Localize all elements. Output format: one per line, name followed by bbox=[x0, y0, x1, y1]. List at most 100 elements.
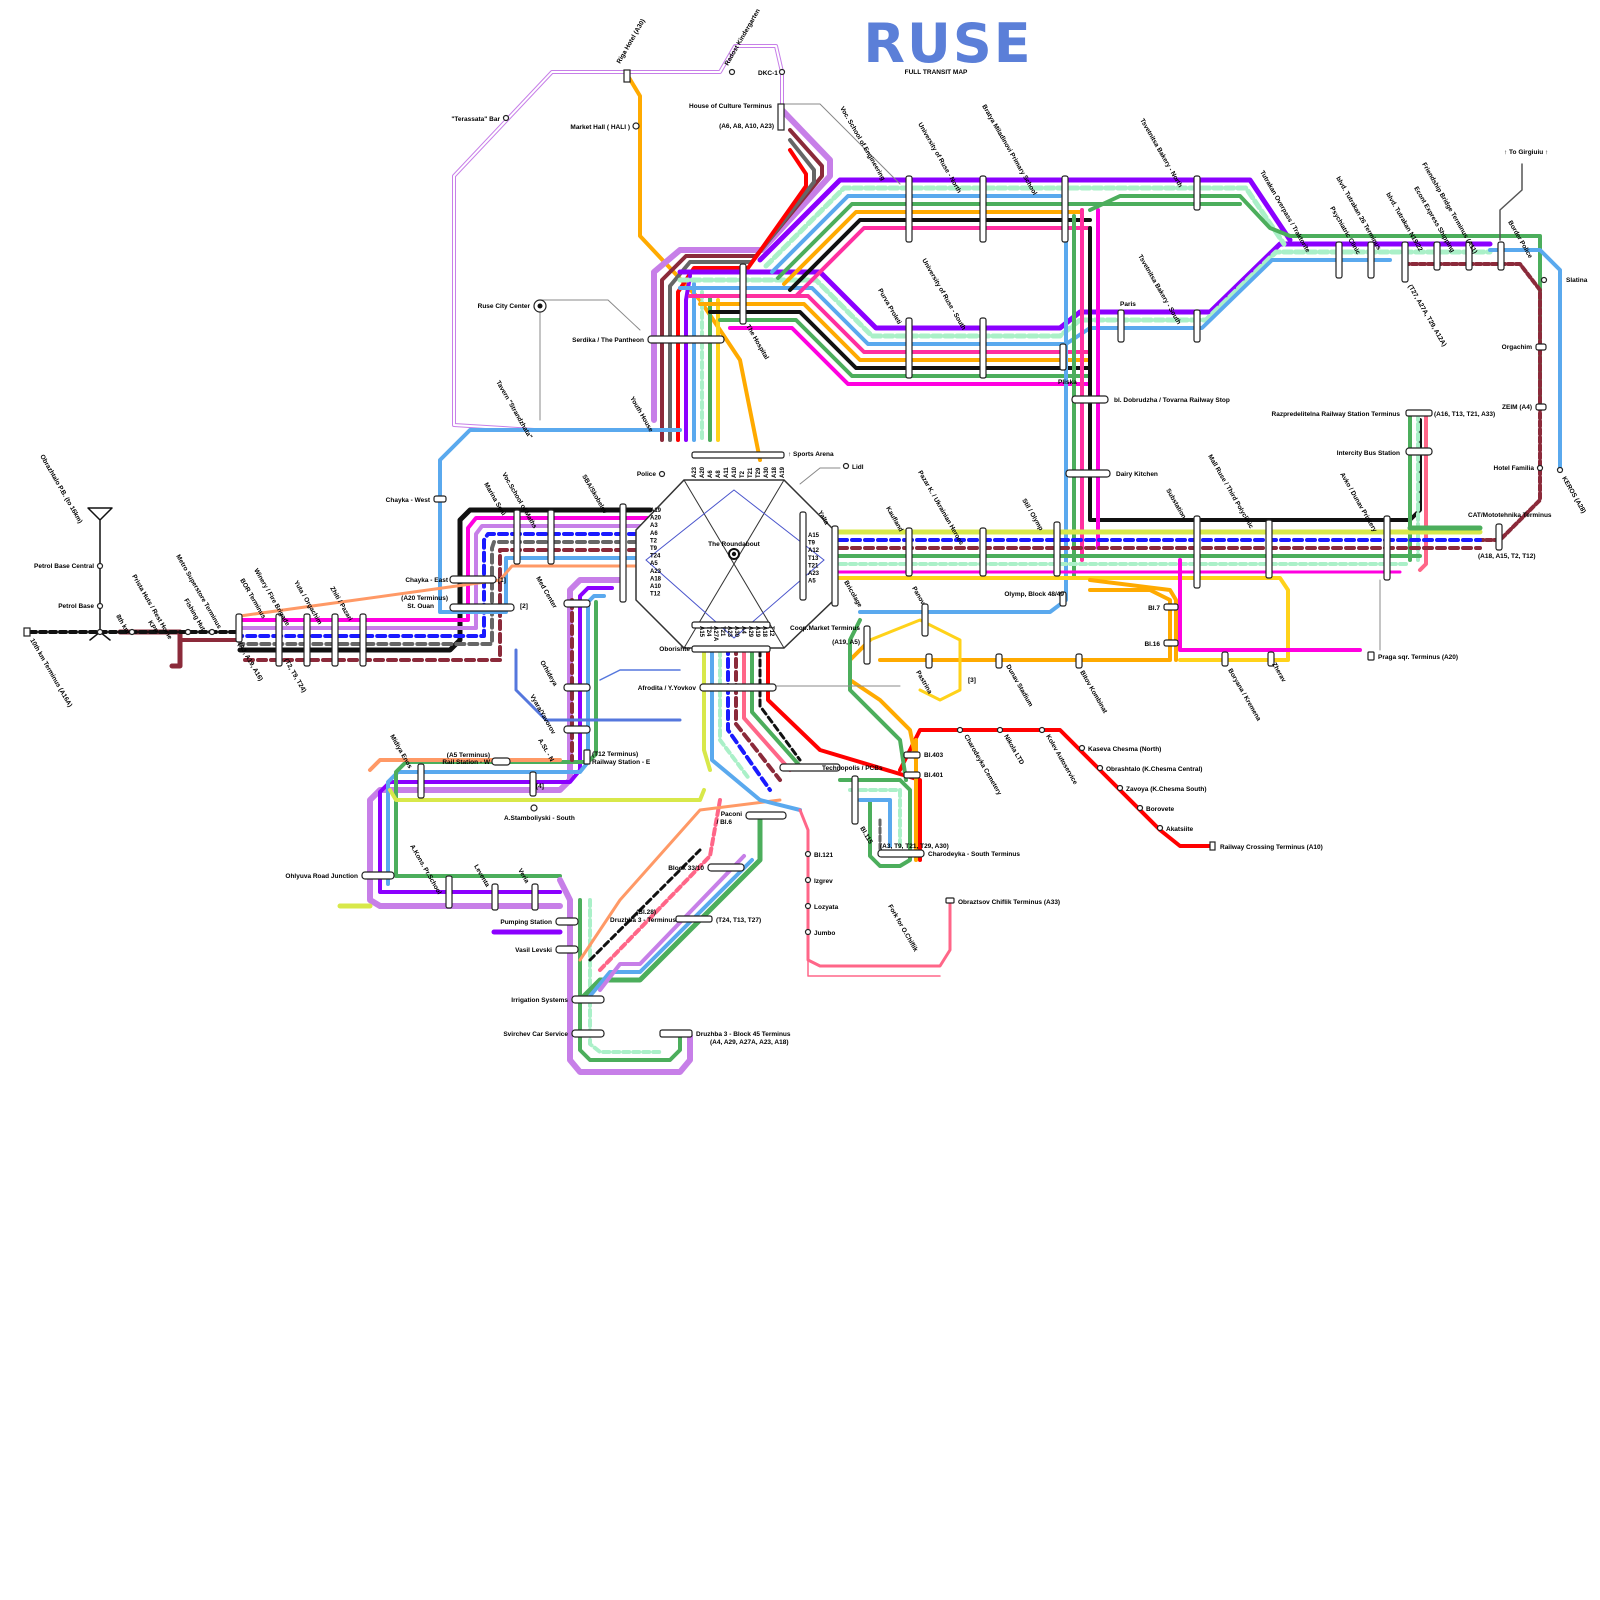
nikola-stop[interactable] bbox=[998, 728, 1003, 733]
akons-stop[interactable] bbox=[446, 876, 452, 908]
border-police-stop[interactable] bbox=[1498, 242, 1504, 270]
dunav-stadium-stop[interactable] bbox=[996, 654, 1002, 668]
sba-bar[interactable] bbox=[620, 504, 626, 602]
house-culture-stop[interactable] bbox=[778, 104, 784, 130]
druzhba3-stop[interactable] bbox=[676, 916, 712, 922]
bricolage-bar[interactable] bbox=[832, 526, 838, 606]
st-ouan-stop[interactable] bbox=[450, 604, 514, 611]
zeim-stop[interactable] bbox=[1536, 404, 1546, 410]
kaseva-n-stop[interactable] bbox=[1080, 746, 1085, 751]
lidl-stop[interactable] bbox=[844, 464, 849, 469]
intercity-stop[interactable] bbox=[1406, 448, 1432, 455]
praga-stop[interactable] bbox=[1368, 652, 1374, 660]
substation-stop[interactable] bbox=[1194, 516, 1200, 588]
km10-stop[interactable] bbox=[24, 628, 30, 636]
charodeyka-cem-stop[interactable] bbox=[958, 728, 963, 733]
hotel-familia-stop[interactable] bbox=[1538, 466, 1543, 471]
razpredelitelna-stop[interactable] bbox=[1406, 410, 1432, 416]
orgachim-stop[interactable] bbox=[1536, 344, 1546, 350]
bitov-stop[interactable] bbox=[1076, 654, 1082, 668]
yuta-stop[interactable] bbox=[332, 614, 338, 666]
druzhba-45-stop[interactable] bbox=[660, 1030, 692, 1037]
univ-north-stop[interactable] bbox=[980, 176, 986, 242]
charodeyka-s-stop[interactable] bbox=[878, 850, 924, 857]
izgrev-stop[interactable] bbox=[806, 878, 811, 883]
tsvetnitsa-s-stop[interactable] bbox=[1194, 310, 1200, 342]
radost-stop[interactable] bbox=[730, 70, 735, 75]
marina-soni-stop[interactable] bbox=[514, 510, 520, 564]
psych-stop[interactable] bbox=[1368, 242, 1374, 278]
terassata-stop[interactable] bbox=[504, 116, 509, 121]
km8-stop[interactable] bbox=[98, 630, 103, 635]
kaufland-stop[interactable] bbox=[906, 528, 912, 576]
petrol-central-stop[interactable] bbox=[98, 564, 103, 569]
chayka-east-stop[interactable] bbox=[450, 576, 496, 583]
dairy-stop[interactable] bbox=[1066, 470, 1110, 477]
bl115-stop[interactable] bbox=[852, 776, 858, 824]
hospital-stop[interactable] bbox=[740, 264, 746, 324]
leventa-stop[interactable] bbox=[492, 884, 498, 910]
paris-stop[interactable] bbox=[1118, 310, 1124, 342]
fishing-stop[interactable] bbox=[210, 630, 215, 635]
stil-stop[interactable] bbox=[1054, 522, 1060, 576]
lozyata-stop[interactable] bbox=[806, 904, 811, 909]
bl401-stop[interactable] bbox=[904, 772, 920, 778]
winery-stop[interactable] bbox=[304, 614, 310, 666]
serdika-stop[interactable] bbox=[648, 336, 724, 343]
sports-arena-bar[interactable] bbox=[692, 452, 784, 458]
rail-e-stop[interactable] bbox=[584, 750, 590, 764]
zavoya-stop[interactable] bbox=[1118, 786, 1123, 791]
obraztsov-stop[interactable] bbox=[946, 898, 954, 903]
cat-stop[interactable] bbox=[1496, 524, 1502, 550]
police-stop[interactable] bbox=[660, 472, 665, 477]
petrol-base-stop[interactable] bbox=[98, 604, 103, 609]
rail-crossing-stop[interactable] bbox=[1210, 842, 1215, 850]
market-hall-stop[interactable] bbox=[633, 123, 639, 129]
veria-stop[interactable] bbox=[532, 884, 538, 910]
slatina-stop[interactable] bbox=[1542, 278, 1547, 283]
pazar-stop[interactable] bbox=[980, 528, 986, 576]
kolev-stop[interactable] bbox=[1040, 728, 1045, 733]
mall-stop[interactable] bbox=[1266, 520, 1272, 578]
ohlyuva-stop[interactable] bbox=[362, 872, 394, 879]
prista-stop[interactable] bbox=[186, 630, 191, 635]
bor-stop[interactable] bbox=[276, 614, 282, 666]
pastrina-stop[interactable] bbox=[926, 654, 932, 668]
astamb-s-stop[interactable] bbox=[531, 805, 537, 811]
bl403-stop[interactable] bbox=[904, 752, 920, 758]
oborishte-bar[interactable] bbox=[692, 646, 770, 652]
zhiti-stop[interactable] bbox=[360, 614, 366, 666]
jumbo-stop[interactable] bbox=[806, 930, 811, 935]
dkc1-stop[interactable] bbox=[780, 70, 785, 75]
riga-hotel-stop[interactable] bbox=[624, 70, 630, 82]
pliska-stop[interactable] bbox=[1060, 344, 1066, 370]
afrodita-stop[interactable] bbox=[700, 684, 776, 691]
orhideya-stop[interactable] bbox=[564, 684, 590, 691]
keros-stop[interactable] bbox=[1558, 468, 1563, 473]
vyara-stop[interactable] bbox=[564, 726, 590, 733]
midiya-stop[interactable] bbox=[418, 764, 424, 798]
bl-tutrakan-n-stop[interactable] bbox=[1402, 242, 1408, 282]
obrashtalo-stop[interactable] bbox=[1098, 766, 1103, 771]
boryana-stop[interactable] bbox=[1222, 652, 1228, 666]
pumping-stop[interactable] bbox=[556, 918, 578, 925]
purva-stop[interactable] bbox=[906, 318, 912, 378]
econt-stop[interactable] bbox=[1434, 242, 1440, 270]
panov-stop[interactable] bbox=[922, 604, 928, 636]
tsvetnitsa-n-stop[interactable] bbox=[1194, 176, 1200, 210]
bl-dobrudzha-stop[interactable] bbox=[1072, 396, 1108, 403]
med-center-stop[interactable] bbox=[564, 600, 590, 607]
akatsiite-stop[interactable] bbox=[1158, 826, 1163, 831]
block33-stop[interactable] bbox=[708, 864, 744, 871]
rail-w-stop[interactable] bbox=[492, 758, 510, 765]
vasil-stop[interactable] bbox=[556, 946, 578, 953]
coop-stop[interactable] bbox=[864, 626, 870, 664]
metro-stop[interactable] bbox=[236, 614, 242, 642]
yalta-bar[interactable] bbox=[800, 512, 806, 600]
avko-stop[interactable] bbox=[1384, 516, 1390, 580]
voc-maths-stop[interactable] bbox=[548, 510, 554, 564]
chayka-west-stop[interactable] bbox=[434, 496, 446, 502]
paconi-stop[interactable] bbox=[746, 812, 786, 819]
bl7-stop[interactable] bbox=[1164, 604, 1178, 610]
bl16-stop[interactable] bbox=[1164, 640, 1178, 646]
